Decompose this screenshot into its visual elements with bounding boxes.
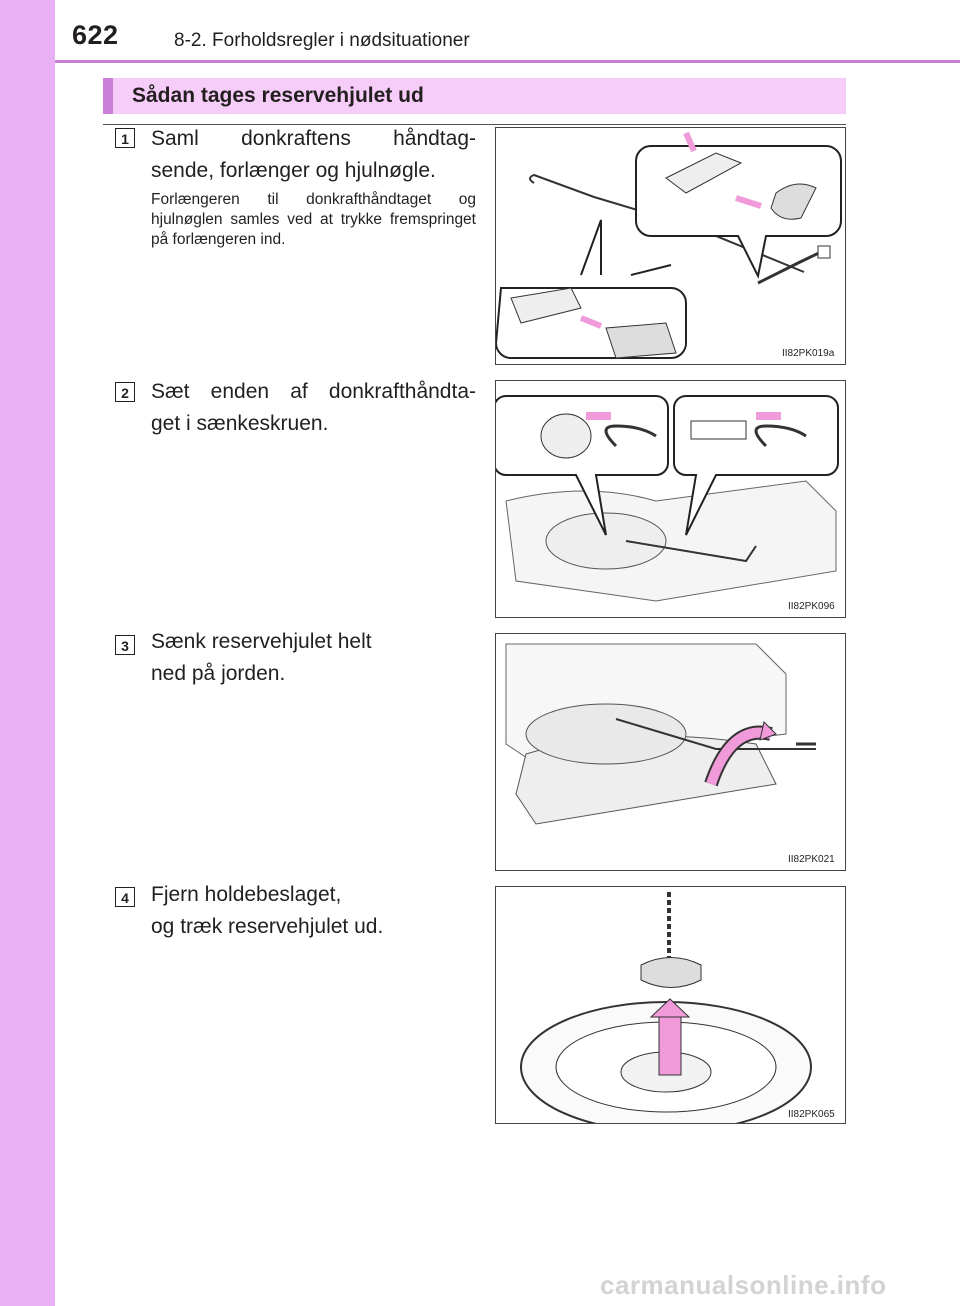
figure-insert-handle: II82PK096: [495, 380, 846, 618]
figure-code: II82PK065: [788, 1109, 835, 1120]
step-text: Saml donkraftens håndtag- sende, forlæng…: [151, 123, 476, 187]
step-note: Forlængeren til donkrafthåndtaget og hju…: [151, 191, 476, 248]
step-text-line: ned på jorden.: [151, 662, 286, 685]
step-text-line: Saml donkraftens håndtag-: [151, 127, 476, 150]
step-text-line: og træk reservehjulet ud.: [151, 915, 384, 938]
step-text-line: sende, forlænger og hjulnøgle.: [151, 159, 436, 182]
step-number-badge: 1: [115, 128, 135, 148]
section-title: Sådan tages reservehjulet ud: [132, 84, 424, 107]
step-text-line: Sæt enden af donkrafthåndta-: [151, 380, 476, 403]
step-text: Sænk reservehjulet helt ned på jorden.: [151, 626, 476, 690]
step-text-line: Sænk reservehjulet helt: [151, 630, 372, 653]
chapter-title: 8-2. Forholdsregler i nødsituationer: [174, 30, 470, 51]
figure-lower-spare-wheel: II82PK021: [495, 633, 846, 871]
step-number-badge: 2: [115, 382, 135, 402]
step-text-line: get i sænkeskruen.: [151, 412, 329, 435]
jack-handle-illustration: [496, 131, 842, 359]
step-text-line: Fjern holdebeslaget,: [151, 883, 342, 906]
remove-spare-wheel-illustration: [520, 892, 812, 1123]
step-text: Sæt enden af donkrafthåndta- get i sænke…: [151, 376, 476, 440]
page-number: 622: [72, 20, 119, 50]
section-header: Sådan tages reservehjulet ud: [103, 78, 846, 114]
figure-code: II82PK019a: [782, 348, 835, 359]
lower-spare-wheel-illustration: [505, 643, 816, 825]
watermark: carmanualsonline.info: [600, 1270, 887, 1300]
figure-remove-spare-wheel: II82PK065: [495, 886, 846, 1124]
insert-handle-illustration: [496, 395, 839, 602]
header-divider: [55, 60, 960, 63]
figure-code: II82PK096: [788, 601, 835, 612]
figure-jack-handle-assembly: II82PK019a: [495, 127, 846, 365]
side-tab-strip: [0, 0, 55, 1306]
step-number-badge: 4: [115, 887, 135, 907]
step-text: Fjern holdebeslaget, og træk reservehjul…: [151, 879, 476, 943]
step-number-badge: 3: [115, 635, 135, 655]
figure-code: II82PK021: [788, 854, 835, 865]
section-rule: [103, 124, 846, 125]
